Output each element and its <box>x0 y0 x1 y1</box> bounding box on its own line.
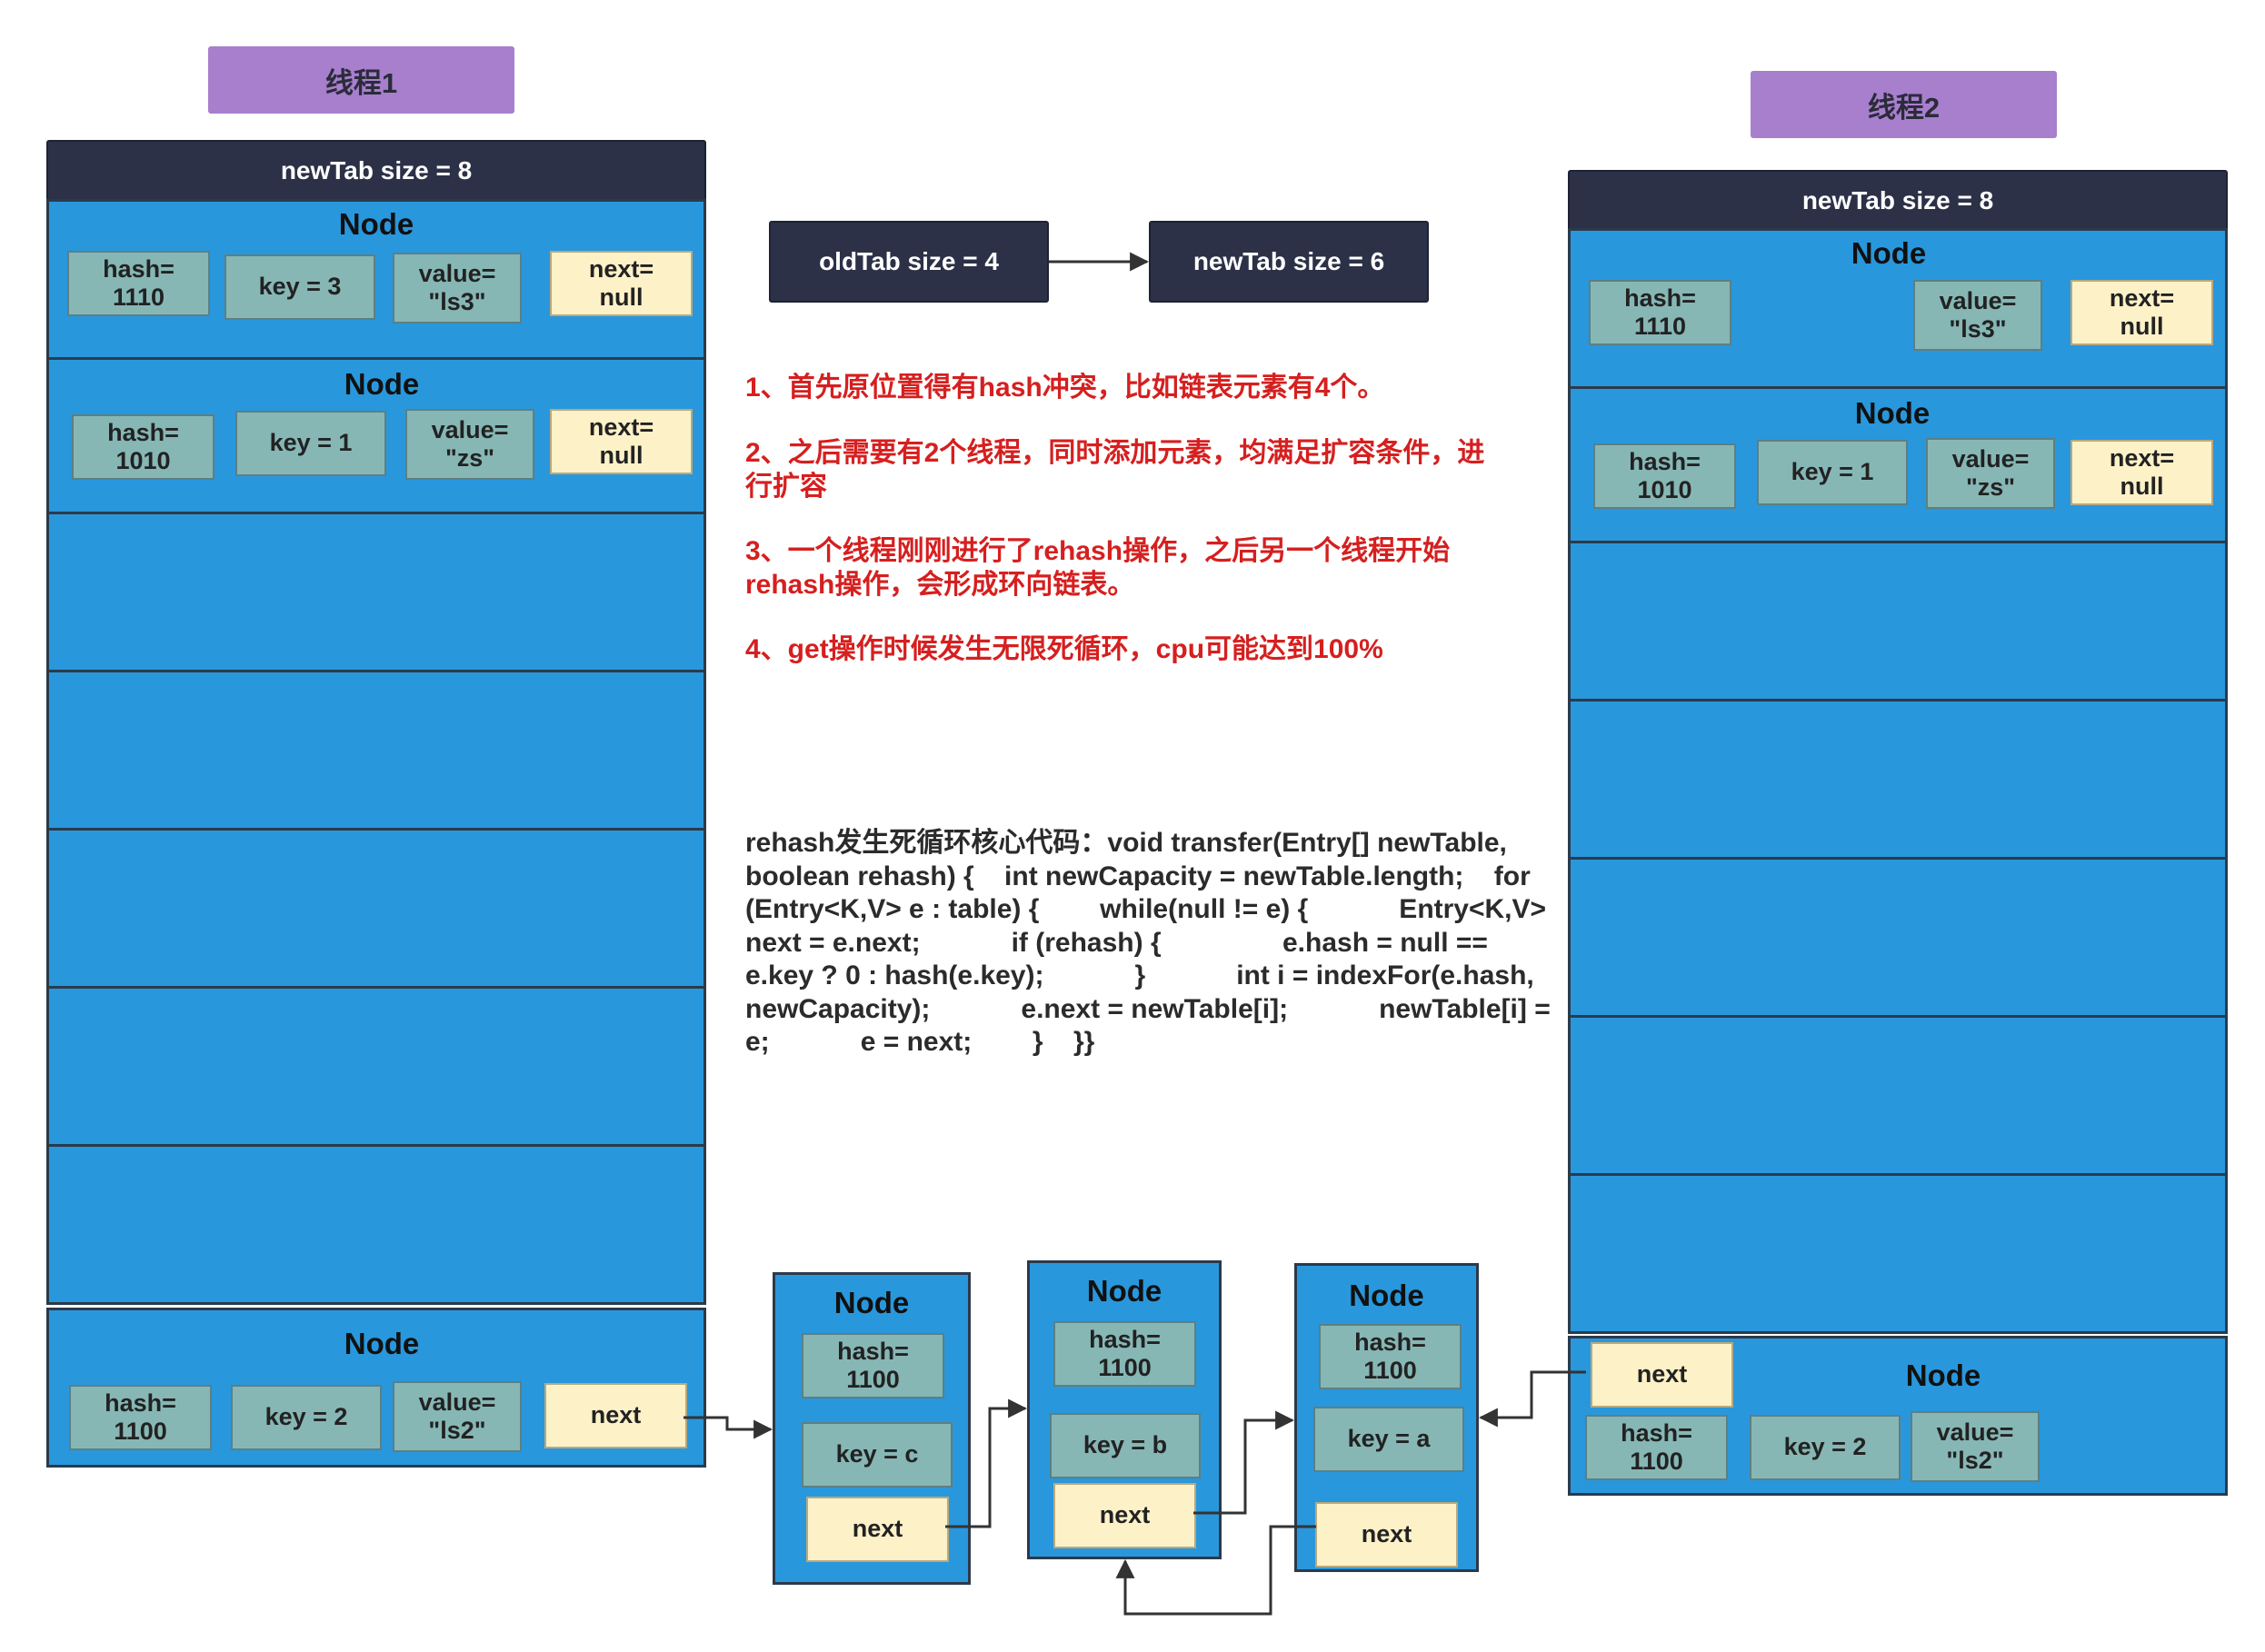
thread1-label: 线程1 <box>208 46 514 114</box>
right-row-empty <box>1568 1015 2228 1176</box>
hash-field: hash= 1010 <box>72 414 215 480</box>
right-row-node-2: Node hash= 1010 key = 1 value= "zs" next… <box>1568 386 2228 543</box>
next-field: next <box>1591 1342 1733 1408</box>
value-field: value= "ls3" <box>1913 280 2042 351</box>
hash-field: hash= 1110 <box>67 251 210 316</box>
arrow-right-next-to-a <box>1478 1370 1586 1428</box>
right-row-empty <box>1568 857 2228 1018</box>
arrow-c-to-b <box>945 1398 1028 1528</box>
newtab-mid-box: newTab size = 6 <box>1149 221 1429 303</box>
left-newtab-header: newTab size = 8 <box>46 140 706 201</box>
left-row-empty <box>46 986 706 1147</box>
right-row-node-3: Node next hash= 1100 key = 2 value= "ls2… <box>1568 1336 2228 1496</box>
next-field: next <box>1315 1502 1458 1567</box>
right-row-empty <box>1568 541 2228 702</box>
next-field: next= null <box>550 251 693 316</box>
next-field: next <box>1053 1483 1196 1548</box>
key-field: key = b <box>1050 1413 1201 1478</box>
value-field: value= "zs" <box>405 409 534 480</box>
node-title: Node <box>1086 1274 1162 1308</box>
key-field: key = 3 <box>225 254 375 320</box>
arrow-b-to-a <box>1193 1410 1295 1515</box>
left-row-node-1: Node hash= 1110 key = 3 value= "ls3" nex… <box>46 199 706 360</box>
left-row-node-2: Node hash= 1010 key = 1 value= "zs" next… <box>46 357 706 514</box>
node-title: Node <box>833 1286 910 1319</box>
chain-node-b: Node hash= 1100 key = b next <box>1027 1260 1222 1559</box>
key-field: key = c <box>802 1422 953 1488</box>
left-row-empty <box>46 670 706 831</box>
key-field: key = a <box>1313 1407 1464 1472</box>
node-title: Node <box>1854 396 1931 430</box>
note-2: 2、之后需要有2个线程，同时添加元素，均满足扩容条件，进行扩容 <box>745 438 1485 502</box>
hash-field: hash= 1010 <box>1593 443 1736 509</box>
next-field: next <box>806 1497 949 1562</box>
rehash-code: rehash发生死循环核心代码：void transfer(Entry[] ne… <box>745 828 1559 1057</box>
hash-field: hash= 1100 <box>69 1385 212 1450</box>
value-field: value= "ls3" <box>393 253 522 323</box>
hash-field: hash= 1100 <box>1053 1321 1196 1387</box>
chain-node-c: Node hash= 1100 key = c next <box>773 1272 971 1585</box>
note-1: 1、首先原位置得有hash冲突，比如链表元素有4个。 <box>745 373 1385 403</box>
next-field: next= null <box>2070 280 2213 345</box>
arrow-a-to-b-loop <box>1115 1525 1316 1616</box>
right-newtab-header: newTab size = 8 <box>1568 170 2228 231</box>
hash-field: hash= 1100 <box>802 1333 944 1398</box>
left-row-node-3: Node hash= 1100 key = 2 value= "ls2" nex… <box>46 1308 706 1468</box>
value-field: value= "zs" <box>1926 438 2055 509</box>
value-field: value= "ls2" <box>393 1381 522 1452</box>
key-field: key = 1 <box>235 411 386 476</box>
hash-field: hash= 1110 <box>1589 280 1731 345</box>
key-field: key = 2 <box>231 1385 382 1450</box>
right-row-empty <box>1568 699 2228 860</box>
right-row-node-1: Node hash= 1110 value= "ls3" next= null <box>1568 228 2228 389</box>
next-field: next <box>544 1383 687 1448</box>
hash-field: hash= 1100 <box>1585 1415 1728 1480</box>
note-4: 4、get操作时候发生无限死循环，cpu可能达到100% <box>745 634 1383 664</box>
key-field: key = 1 <box>1757 440 1908 505</box>
node-title: Node <box>1349 1279 1424 1312</box>
arrow-left-next-to-c <box>683 1416 773 1439</box>
key-field: key = 2 <box>1750 1415 1901 1480</box>
left-row-empty <box>46 828 706 989</box>
chain-node-a: Node hash= 1100 key = a next <box>1294 1263 1479 1572</box>
oldtab-box: oldTab size = 4 <box>769 221 1049 303</box>
node-title: Node <box>1905 1358 1981 1392</box>
right-row-empty <box>1568 1173 2228 1334</box>
thread2-label: 线程2 <box>1751 71 2057 138</box>
value-field: value= "ls2" <box>1911 1411 2040 1482</box>
next-field: next= null <box>550 409 693 474</box>
hash-field: hash= 1100 <box>1319 1324 1462 1389</box>
node-title: Node <box>344 1327 420 1360</box>
node-title: Node <box>1851 236 1927 270</box>
node-title: Node <box>338 207 414 241</box>
left-row-empty <box>46 1144 706 1305</box>
next-field: next= null <box>2070 440 2213 505</box>
note-3: 3、一个线程刚刚进行了rehash操作，之后另一个线程开始rehash操作，会形… <box>745 536 1451 600</box>
node-title: Node <box>344 367 420 401</box>
